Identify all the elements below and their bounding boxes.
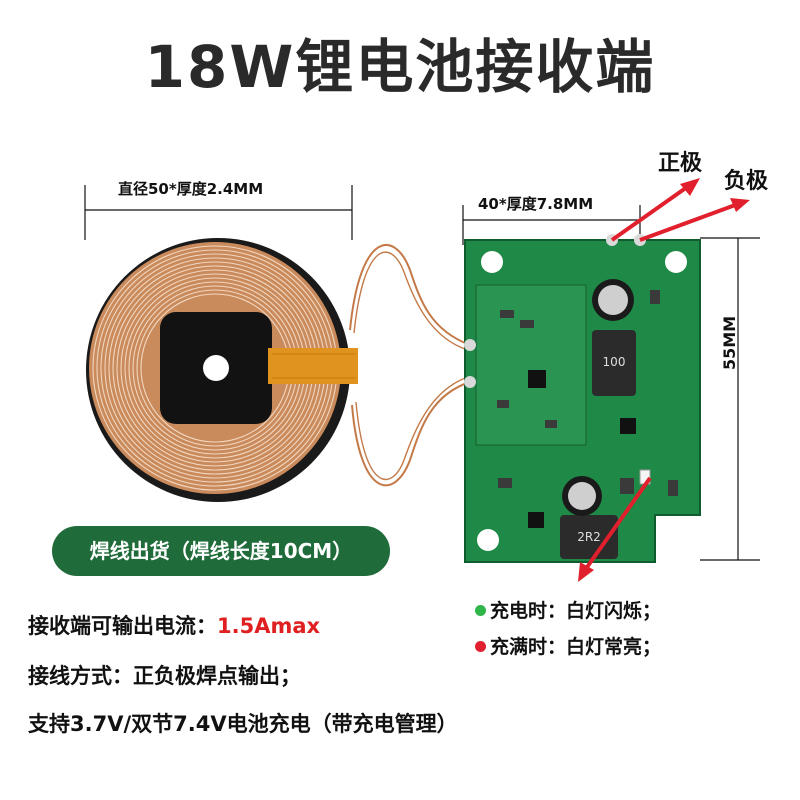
coil-lead-wires [349, 244, 471, 487]
page-title: 18W锂电池接收端 [144, 33, 656, 101]
board-height-label: 55MM [720, 315, 739, 370]
receiver-pcb: 100 2R2 [464, 234, 701, 563]
pole-arrows [578, 178, 750, 582]
coil-dimension-label: 直径50*厚度2.4MM [118, 180, 264, 198]
board-dimension-label: 40*厚度7.8MM [478, 195, 594, 213]
full-note-text: 充满时：白灯常亮； [490, 636, 662, 658]
green-dot-icon [475, 605, 486, 616]
wiring-method-line: 接线方式：正负极焊点输出； [28, 664, 301, 688]
output-current-value: 1.5Amax [217, 614, 321, 638]
solder-wire-badge: 焊线出货（焊线长度10CM） [52, 526, 390, 576]
battery-support-line: 支持3.7V/双节7.4V电池充电（带充电管理） [28, 712, 458, 736]
charging-note: 充电时：白灯闪烁； [475, 596, 661, 623]
output-current-line: 接收端可输出电流：1.5Amax [28, 610, 320, 640]
coil-dimension-line [84, 185, 353, 240]
charging-note-text: 充电时：白灯闪烁； [490, 600, 662, 622]
inductor-marking-2r2: 2R2 [577, 530, 601, 544]
output-current-prefix: 接收端可输出电流： [28, 614, 217, 638]
full-note: 充满时：白灯常亮； [475, 632, 661, 659]
negative-pole-label: 负极 [724, 169, 769, 194]
positive-pole-label: 正极 [658, 151, 703, 176]
inductor-marking-100: 100 [603, 355, 626, 369]
red-dot-icon [475, 641, 486, 652]
wireless-coil [86, 238, 358, 502]
